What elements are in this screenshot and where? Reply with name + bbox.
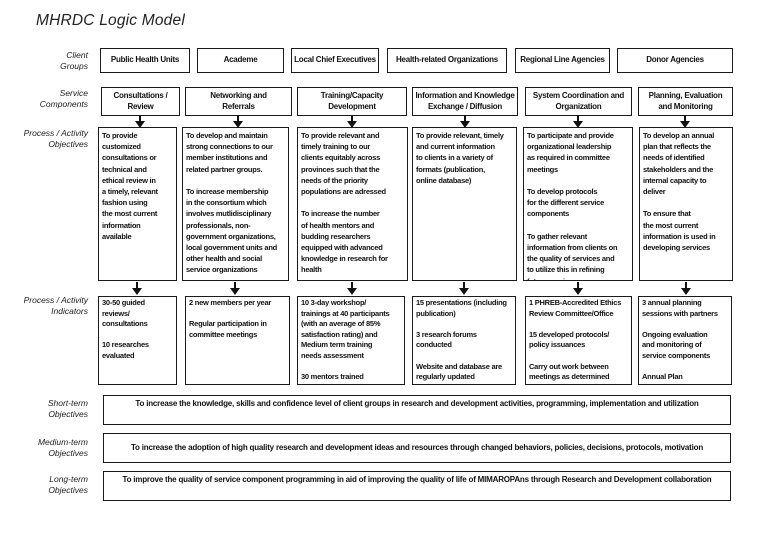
client-group-box-donor-agencies: Donor Agencies — [617, 48, 733, 73]
service-box-networking-referrals: Networking and Referrals — [185, 87, 292, 116]
row-label-short-term: Short-term Objectives — [47, 398, 88, 419]
row-label-service-components: Service Components — [39, 88, 88, 109]
short-term-objectives-box: To increase the knowledge, skills and co… — [103, 395, 731, 425]
service-box-consultations-review: Consultations / Review — [101, 87, 180, 116]
medium-term-objectives-box: To increase the adoption of high quality… — [103, 433, 731, 463]
indicators-box-training: 10 3-day workshop/ trainings at 40 parti… — [297, 296, 405, 385]
client-group-box-regional-line-agencies: Regional Line Agencies — [515, 48, 610, 73]
long-term-objectives-box: To improve the quality of service compon… — [103, 471, 731, 501]
down-arrow-icon — [230, 282, 240, 295]
down-arrow-icon — [135, 115, 145, 128]
indicators-box-information: 15 presentations (including publication)… — [412, 296, 516, 385]
client-group-box-local-chief-executives: Local Chief Executives — [291, 48, 379, 73]
down-arrow-icon — [459, 282, 469, 295]
service-box-planning-evaluation: Planning, Evaluation and Monitoring — [638, 87, 733, 116]
down-arrow-icon — [233, 115, 243, 128]
down-arrow-icon — [347, 115, 357, 128]
objectives-box-planning: To develop an annual plan that reflects … — [639, 127, 733, 281]
client-group-box-public-health-units: Public Health Units — [100, 48, 190, 73]
indicators-box-planning: 3 annual planning sessions with partners… — [638, 296, 732, 385]
service-box-information-exchange: Information and Knowledge Exchange / Dif… — [412, 87, 518, 116]
objectives-box-training: To provide relevant and timely training … — [297, 127, 408, 281]
down-arrow-icon — [573, 115, 583, 128]
objectives-box-coordination: To participate and provide organizationa… — [523, 127, 633, 281]
row-label-process-objectives: Process / Activity Objectives — [23, 128, 88, 149]
objectives-box-consultations: To provide customized consultations or t… — [98, 127, 177, 281]
row-label-client-groups: Client Groups — [60, 50, 88, 71]
client-group-box-academe: Academe — [197, 48, 284, 73]
down-arrow-icon — [132, 282, 142, 295]
client-group-box-health-related-organizations: Health-related Organizations — [387, 48, 507, 73]
down-arrow-icon — [573, 282, 583, 295]
indicators-box-coordination: 1 PHREB-Accredited Ethics Review Committ… — [525, 296, 632, 385]
service-box-training-capacity: Training/Capacity Development — [297, 87, 407, 116]
service-box-system-coordination: System Coordination and Organization — [525, 87, 632, 116]
down-arrow-icon — [681, 282, 691, 295]
objectives-box-information: To provide relevant, timely and current … — [412, 127, 517, 281]
down-arrow-icon — [347, 282, 357, 295]
indicators-box-networking: 2 new members per year Regular participa… — [185, 296, 290, 385]
row-label-process-indicators: Process / Activity Indicators — [23, 295, 88, 316]
objectives-box-networking: To develop and maintain strong connectio… — [182, 127, 289, 281]
row-label-long-term: Long-term Objectives — [48, 474, 88, 495]
down-arrow-icon — [680, 115, 690, 128]
indicators-box-consultations: 30-50 guided reviews/ consultations 10 r… — [98, 296, 177, 385]
down-arrow-icon — [460, 115, 470, 128]
page-title: MHRDC Logic Model — [36, 12, 185, 29]
row-label-medium-term: Medium-term Objectives — [37, 437, 88, 458]
